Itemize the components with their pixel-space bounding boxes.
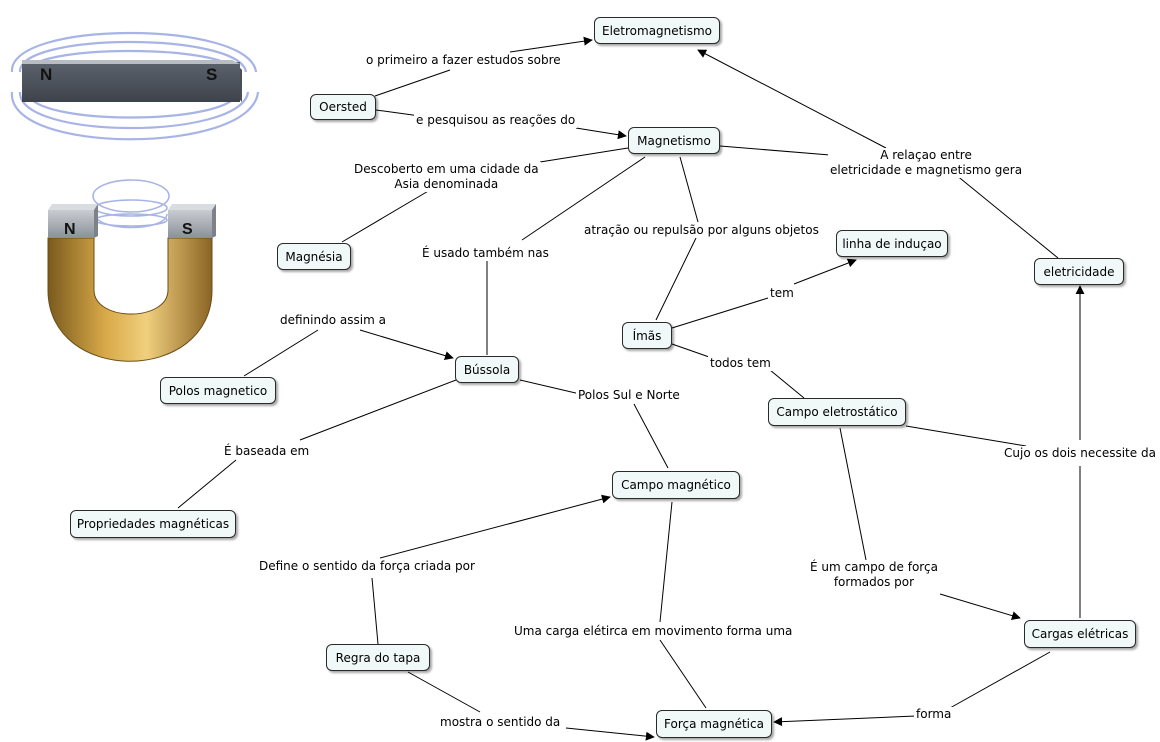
link-usado-nas: É usado também nas bbox=[420, 246, 551, 261]
magnet-illustrations: N S N S bbox=[10, 32, 260, 362]
link-mostra-sentido: mostra o sentido da bbox=[438, 715, 563, 730]
link-relacao: A relaçao entre eletricidade e magnetism… bbox=[828, 148, 1025, 178]
link-define-sentido: Define o sentido da força criada por bbox=[257, 559, 477, 574]
node-bussola[interactable]: Bússola bbox=[455, 356, 519, 383]
link-tem: tem bbox=[768, 286, 796, 301]
node-eletricidade[interactable]: eletricidade bbox=[1034, 258, 1124, 285]
link-descoberto: Descoberto em uma cidade da Asia denomin… bbox=[352, 162, 541, 192]
bar-south-label: S bbox=[206, 65, 217, 84]
node-magnetismo[interactable]: Magnetismo bbox=[628, 127, 720, 154]
link-pesquisou: e pesquisou as reações do bbox=[414, 113, 578, 128]
node-oersted[interactable]: Oersted bbox=[310, 94, 376, 120]
link-todos-tem: todos tem bbox=[708, 356, 773, 371]
node-forca-magnetica[interactable]: Força magnética bbox=[656, 710, 772, 738]
bar-magnet: N S bbox=[22, 60, 242, 102]
node-imas[interactable]: Ímãs bbox=[622, 322, 672, 349]
node-regra-tapa[interactable]: Regra do tapa bbox=[326, 644, 430, 671]
link-forma: forma bbox=[914, 707, 954, 722]
link-definindo: definindo assim a bbox=[278, 313, 388, 328]
node-campo-magnetico[interactable]: Campo magnético bbox=[612, 471, 740, 499]
node-eletromagnetismo[interactable]: Eletromagnetismo bbox=[594, 17, 720, 44]
node-campo-eletrostatico[interactable]: Campo eletrostático bbox=[768, 398, 906, 426]
node-magnesia[interactable]: Magnésia bbox=[277, 243, 351, 270]
node-polos-magnetico[interactable]: Polos magnetico bbox=[160, 377, 276, 404]
node-propriedades-magneticas[interactable]: Propriedades magnéticas bbox=[70, 510, 236, 538]
bar-north-label: N bbox=[40, 65, 52, 84]
link-polos-sul-norte: Polos Sul e Norte bbox=[576, 388, 682, 403]
link-carga-movimento: Uma carga elétirca em movimento forma um… bbox=[512, 624, 795, 639]
node-linha-inducao[interactable]: linha de induçao bbox=[836, 230, 948, 257]
node-cargas-eletricas[interactable]: Cargas elétricas bbox=[1024, 620, 1136, 648]
link-baseada: É baseada em bbox=[222, 444, 312, 459]
link-primeiro-estudos: o primeiro a fazer estudos sobre bbox=[364, 53, 563, 68]
link-cujo: Cujo os dois necessite da bbox=[1002, 446, 1158, 461]
link-atracao: atração ou repulsão por alguns objetos bbox=[582, 223, 821, 238]
u-north-label: N bbox=[64, 221, 76, 238]
u-south-label: S bbox=[182, 221, 193, 238]
link-campo-forca: É um campo de força formados por bbox=[808, 560, 940, 590]
horseshoe-magnet: N S bbox=[47, 204, 216, 362]
